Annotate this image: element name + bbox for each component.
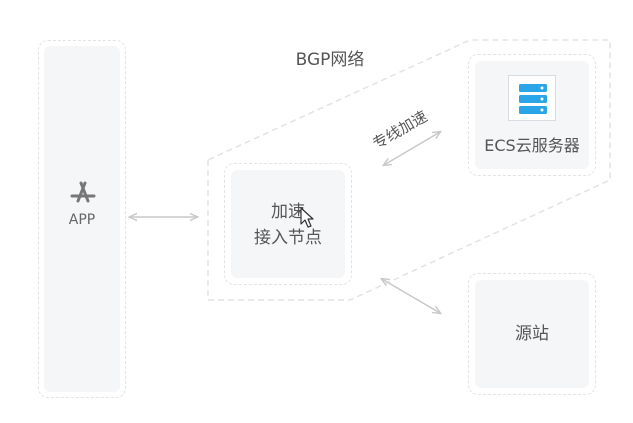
server-icon-frame (508, 75, 556, 121)
access-node-line2: 接入节点 (254, 228, 322, 248)
ecs-panel (468, 54, 596, 176)
origin-label: 源站 (515, 324, 549, 344)
node-origin-arrow (382, 279, 440, 313)
server-icon (519, 84, 547, 114)
app-panel (38, 40, 126, 398)
node-ecs-arrow (384, 132, 440, 165)
bgp-network-label: BGP网络 (295, 50, 365, 70)
app-label: APP (68, 212, 96, 228)
app-panel-fill (44, 46, 120, 392)
access-node-line1: 加速 (271, 202, 305, 222)
app-store-icon (70, 181, 96, 203)
access-node-panel (224, 163, 352, 285)
ecs-label: ECS云服务器 (484, 136, 580, 155)
bgp-network-boundary (207, 39, 611, 301)
origin-panel-fill (475, 280, 589, 388)
access-node-fill (231, 170, 345, 278)
cursor-icon (300, 207, 314, 228)
origin-panel (468, 273, 596, 395)
